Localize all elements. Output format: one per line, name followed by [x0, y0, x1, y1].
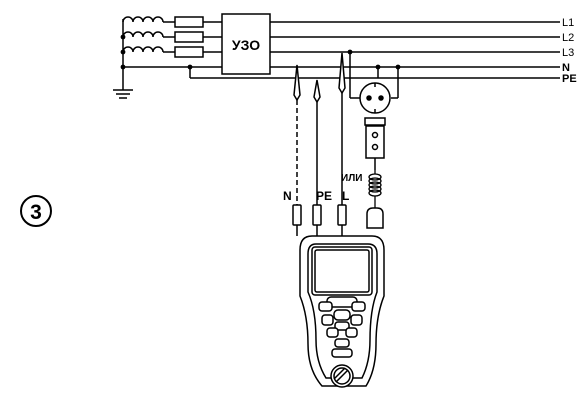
- probe-label-n: N: [283, 189, 292, 203]
- rcd-label: УЗО: [232, 37, 260, 53]
- socket-junctions: [347, 49, 401, 70]
- coiled-cable-icon: [368, 170, 382, 208]
- probe-label-pe: PE: [316, 189, 332, 203]
- conductor-label-l1: L1: [562, 17, 574, 29]
- step-badge: 3: [20, 195, 52, 227]
- or-label: ИЛИ: [341, 173, 362, 184]
- probe-leads: [296, 93, 343, 205]
- rcd-box: УЗО: [221, 13, 271, 75]
- probe-tip-n: [293, 64, 301, 102]
- probe-connectors: [292, 204, 347, 236]
- conductor-label-pe: PE: [562, 73, 577, 85]
- plug-adapter-icon: [365, 125, 385, 159]
- conductor-label-n: N: [562, 62, 570, 74]
- fuse-icons: [174, 16, 222, 58]
- step-number: 3: [30, 201, 42, 224]
- pe-junction: [187, 64, 193, 70]
- probe-tip-l: [338, 52, 346, 95]
- bus-lines: [123, 21, 560, 79]
- conductor-label-l3: L3: [562, 47, 574, 59]
- probe-labels: N PE L: [283, 189, 349, 203]
- socket-icon: [349, 52, 399, 114]
- probe-tip-pe: [313, 79, 321, 104]
- earth-ground-icon: [113, 19, 133, 99]
- conductor-labels: L1 L2 L3 N PE: [562, 17, 577, 85]
- schuko-plug-connector-icon: [366, 207, 384, 229]
- handheld-tester-icon: [299, 235, 385, 388]
- inductor-icons: [122, 16, 175, 53]
- conductor-label-l2: L2: [562, 32, 574, 44]
- probe-label-l: L: [342, 189, 349, 203]
